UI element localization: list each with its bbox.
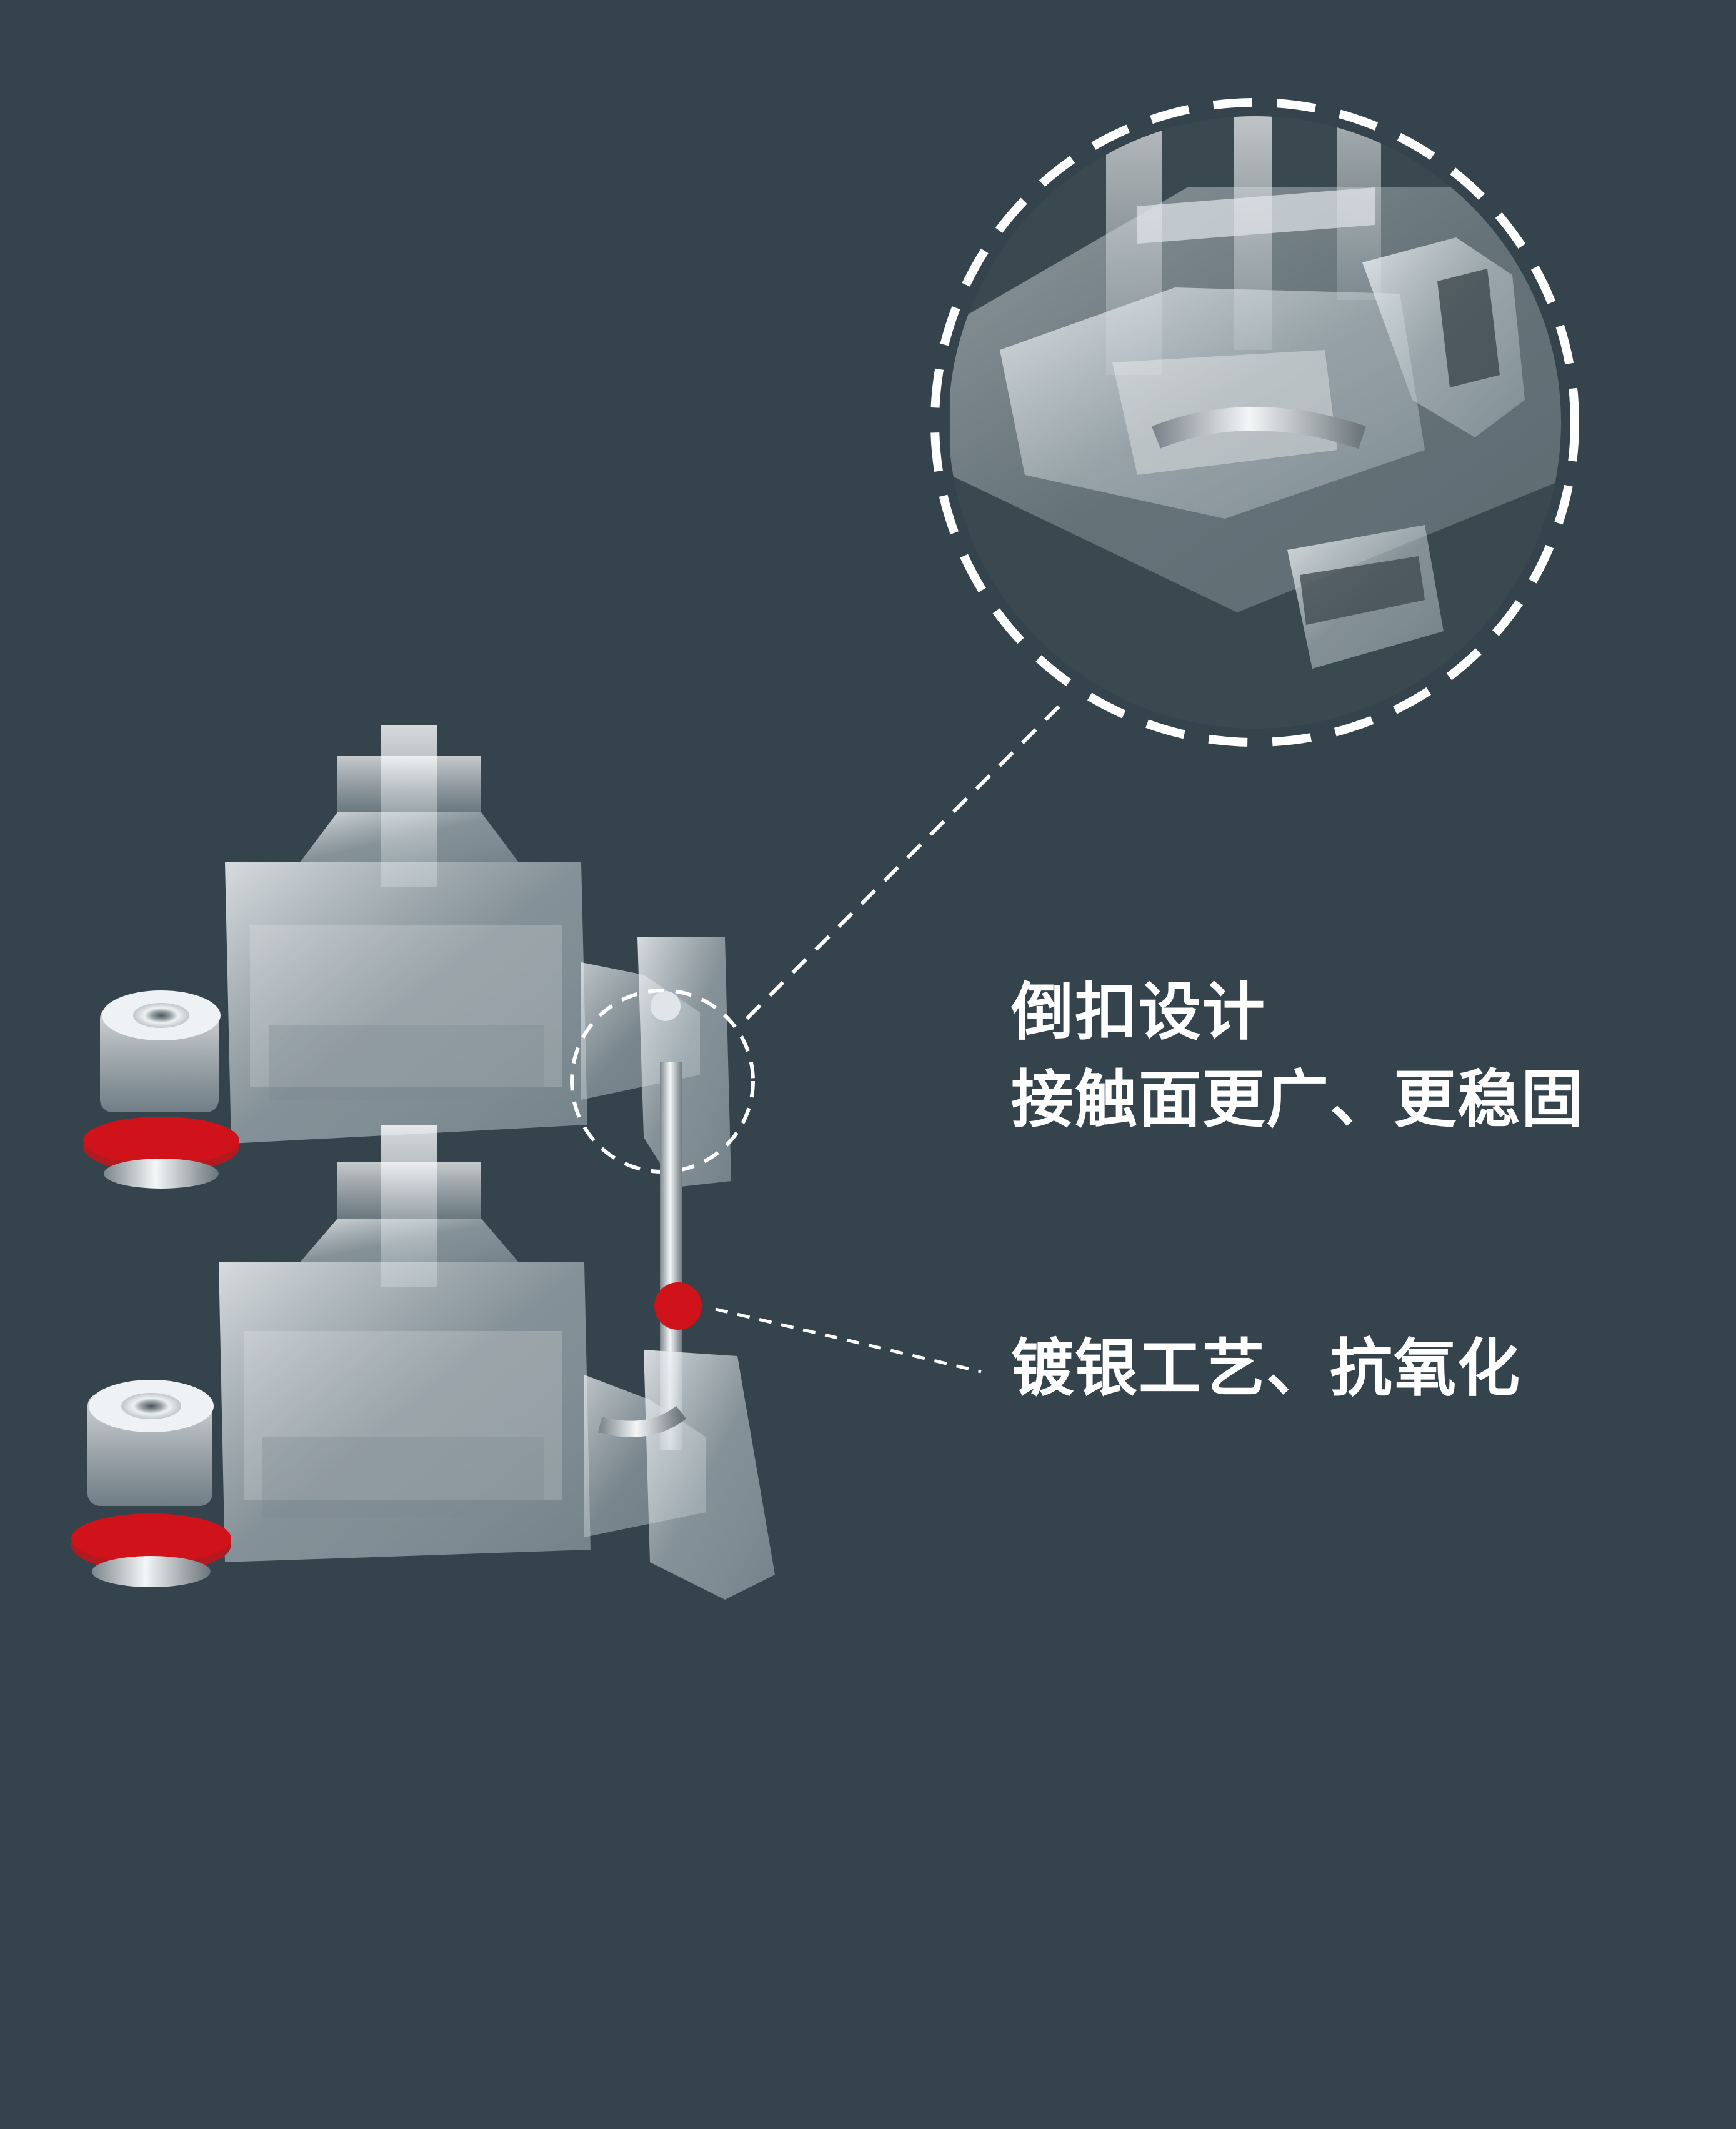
lower-stabilizer xyxy=(71,1125,775,1600)
detail-zoom-circle xyxy=(930,98,1579,747)
silver-plating-text: 镀银工艺、抗氧化 xyxy=(1011,1332,1521,1405)
silver-plating-marker-dot xyxy=(654,1282,702,1330)
upper-stabilizer xyxy=(83,725,731,1189)
zoom-leader-line xyxy=(745,701,1064,1020)
silver-plating-callout: 镀银工艺、抗氧化 xyxy=(1011,1325,1521,1412)
reverse-buckle-title: 倒扣设计 xyxy=(1011,975,1266,1049)
reverse-buckle-callout: 倒扣设计 接触面更广、更稳固 xyxy=(1011,969,1585,1144)
silver-plating-leader-line xyxy=(715,1307,982,1374)
reverse-buckle-description: 接触面更广、更稳固 xyxy=(1011,1063,1585,1136)
